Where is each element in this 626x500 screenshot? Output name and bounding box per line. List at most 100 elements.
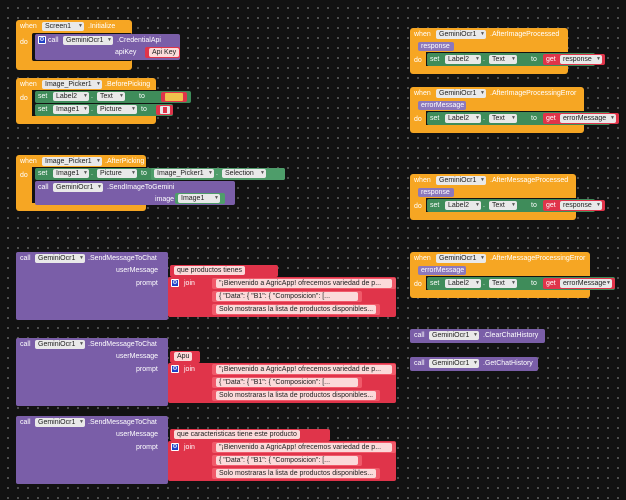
component-dropdown[interactable]: Image1▼ xyxy=(53,169,89,178)
string-value[interactable]: Apu xyxy=(174,352,193,361)
object-dropdown[interactable]: GeminiOcr1▼ xyxy=(429,331,479,340)
call-keyword: call xyxy=(20,341,31,348)
string-value[interactable]: { "Data": { "B1": { "Composicion": [... xyxy=(216,378,358,387)
call-clearchathistory-block[interactable]: call GeminiOcr1▼ .ClearChatHistory xyxy=(410,329,545,343)
call-keyword: call xyxy=(414,360,425,367)
variable-dropdown[interactable]: response▼ xyxy=(560,201,602,210)
event-name: .AfterPicking xyxy=(105,158,145,165)
dropdown-arrow-icon: ▼ xyxy=(119,93,124,99)
component-dropdown[interactable]: Label2▼ xyxy=(53,92,89,101)
do-keyword: do xyxy=(20,39,28,46)
when-screen1-initialize-block[interactable]: when Screen1▼ .Initialize do ⚙ call Gemi… xyxy=(16,20,180,70)
component-dropdown[interactable]: Label2▼ xyxy=(445,55,481,64)
prompt-label: prompt xyxy=(136,280,158,287)
method-name: .CredentialApi xyxy=(117,37,161,44)
gear-icon[interactable]: ⚙ xyxy=(171,443,179,451)
empty-string-icon[interactable] xyxy=(165,93,183,101)
component-dropdown[interactable]: Screen1▼ xyxy=(42,22,84,31)
call-sendimagetogemini-block[interactable]: call GeminiOcr1▼ .SendImageToGemini imag… xyxy=(35,181,235,205)
property-dropdown[interactable]: Text▼ xyxy=(489,279,517,288)
call-sendmessagetochat-block-1[interactable]: call GeminiOcr1▼ .SendMessageToChat user… xyxy=(16,252,396,320)
variable-dropdown[interactable]: errorMessage▼ xyxy=(560,279,612,288)
string-value[interactable]: Api Key xyxy=(149,48,180,57)
object-dropdown[interactable]: GeminiOcr1▼ xyxy=(35,254,85,263)
property-dropdown[interactable]: Text▼ xyxy=(489,201,517,210)
event-name: .AfterMessageProcessed xyxy=(490,177,569,184)
object-dropdown[interactable]: GeminiOcr1▼ xyxy=(35,340,85,349)
when-afterimageprocessingerror-block[interactable]: when GeminiOcr1▼ .AfterImageProcessingEr… xyxy=(410,87,619,133)
set-label2-text-block[interactable]: set Label2▼ . Text▼ to get response▼ xyxy=(427,53,605,66)
component-dropdown[interactable]: GeminiOcr1▼ xyxy=(436,176,486,185)
call-getchathistory-block[interactable]: call GeminiOcr1▼ .GetChatHistory xyxy=(410,357,538,371)
call-keyword: call xyxy=(20,419,31,426)
call-sendmessagetochat-block-3[interactable]: call GeminiOcr1▼ .SendMessageToChat user… xyxy=(16,416,396,484)
empty-string-icon[interactable] xyxy=(160,106,170,114)
object-dropdown[interactable]: GeminiOcr1▼ xyxy=(63,36,113,45)
string-value[interactable]: que caracteristicas tiene este producto xyxy=(174,430,300,439)
property-dropdown[interactable]: Selection▼ xyxy=(222,169,266,178)
object-dropdown[interactable]: GeminiOcr1▼ xyxy=(35,418,85,427)
gear-icon[interactable]: ⚙ xyxy=(171,365,179,373)
when-aftermessageprocessed-block[interactable]: when GeminiOcr1▼ .AfterMessageProcessed … xyxy=(410,174,605,220)
variable-dropdown[interactable]: response▼ xyxy=(560,55,602,64)
string-value[interactable]: "¡Bienvenido a AgricApp! ofrecemos varie… xyxy=(216,279,392,288)
string-value[interactable]: "¡Bienvenido a AgricApp! ofrecemos varie… xyxy=(216,365,392,374)
component-dropdown[interactable]: Label2▼ xyxy=(445,114,481,123)
string-value[interactable]: Solo mostraras la lista de productos dis… xyxy=(216,469,376,478)
event-parameter[interactable]: response xyxy=(418,42,454,51)
usermessage-text-block[interactable]: que productos tienes xyxy=(170,265,278,277)
set-label2-text-block[interactable]: set Label2▼ . Text▼ to get response▼ xyxy=(427,199,605,212)
join-block[interactable]: ⚙ join "¡Bienvenido a AgricApp! ofrecemo… xyxy=(168,441,396,481)
object-dropdown[interactable]: GeminiOcr1▼ xyxy=(53,183,103,192)
component-dropdown[interactable]: Image1▼ xyxy=(53,105,89,114)
component-dropdown[interactable]: Image_Picker1▼ xyxy=(154,169,214,178)
when-image-picker-afterpicking-block[interactable]: when Image_Picker1▼ .AfterPicking do set… xyxy=(16,155,285,211)
when-image-picker-beforepicking-block[interactable]: when Image_Picker1▼ .BeforePicking do se… xyxy=(16,78,191,124)
component-dropdown[interactable]: Image1▼ xyxy=(178,194,220,203)
component-dropdown[interactable]: Image_Picker1▼ xyxy=(42,80,102,89)
call-sendmessagetochat-block-2[interactable]: call GeminiOcr1▼ .SendMessageToChat user… xyxy=(16,338,396,406)
string-value[interactable]: que productos tienes xyxy=(174,266,245,275)
set-keyword: set xyxy=(38,106,48,113)
prompt-label: prompt xyxy=(136,444,158,451)
usermessage-text-block[interactable]: que caracteristicas tiene este producto xyxy=(170,429,330,441)
do-keyword: do xyxy=(20,95,28,102)
when-afterimageprocessed-block[interactable]: when GeminiOcr1▼ .AfterImageProcessed re… xyxy=(410,28,605,74)
object-dropdown[interactable]: GeminiOcr1▼ xyxy=(429,359,479,368)
when-aftermessageprocessingerror-block[interactable]: when GeminiOcr1▼ .AfterMessageProcessing… xyxy=(410,252,615,298)
method-name: .SendMessageToChat xyxy=(88,341,157,348)
join-block[interactable]: ⚙ join "¡Bienvenido a AgricApp! ofrecemo… xyxy=(168,363,396,403)
variable-dropdown[interactable]: errorMessage▼ xyxy=(560,114,616,123)
string-value[interactable]: "¡Bienvenido a AgricApp! ofrecemos varie… xyxy=(216,443,392,452)
join-block[interactable]: ⚙ join "¡Bienvenido a AgricApp! ofrecemo… xyxy=(168,277,396,317)
get-keyword: get xyxy=(546,280,556,287)
property-dropdown[interactable]: Text▼ xyxy=(489,55,517,64)
property-dropdown[interactable]: Text▼ xyxy=(489,114,517,123)
string-value[interactable]: { "Data": { "B1": { "Composicion": [... xyxy=(216,292,358,301)
join-keyword: join xyxy=(184,280,195,287)
event-parameter[interactable]: errorMessage xyxy=(418,266,466,275)
set-label2-text-block[interactable]: set Label2▼ . Text▼ to xyxy=(35,91,191,103)
event-parameter[interactable]: response xyxy=(418,188,454,197)
string-value[interactable]: { "Data": { "B1": { "Composicion": [... xyxy=(216,456,358,465)
set-label2-text-block[interactable]: set Label2▼ . Text▼ to get errorMessage▼ xyxy=(427,277,615,290)
gear-icon[interactable]: ⚙ xyxy=(38,36,46,44)
set-image1-picture-block[interactable]: set Image1▼ . Picture▼ to Image_Picker1▼… xyxy=(35,168,285,180)
component-dropdown[interactable]: Image_Picker1▼ xyxy=(42,157,102,166)
component-dropdown[interactable]: GeminiOcr1▼ xyxy=(436,254,486,263)
property-dropdown[interactable]: Text▼ xyxy=(97,92,125,101)
component-dropdown[interactable]: Label2▼ xyxy=(445,201,481,210)
component-dropdown[interactable]: GeminiOcr1▼ xyxy=(436,30,486,39)
call-credentialapi-block[interactable]: ⚙ call GeminiOcr1▼ .CredentialApi apiKey… xyxy=(35,34,180,60)
component-dropdown[interactable]: GeminiOcr1▼ xyxy=(436,89,486,98)
string-value[interactable]: Solo mostraras la lista de productos dis… xyxy=(216,305,376,314)
usermessage-text-block[interactable]: Apu xyxy=(170,351,200,363)
property-dropdown[interactable]: Picture▼ xyxy=(97,105,137,114)
string-value[interactable]: Solo mostraras la lista de productos dis… xyxy=(216,391,376,400)
set-image1-picture-block[interactable]: set Image1▼ . Picture▼ to xyxy=(35,104,173,116)
set-label2-text-block[interactable]: set Label2▼ . Text▼ to get errorMessage▼ xyxy=(427,112,619,125)
gear-icon[interactable]: ⚙ xyxy=(171,279,179,287)
component-dropdown[interactable]: Label2▼ xyxy=(445,279,481,288)
event-parameter[interactable]: errorMessage xyxy=(418,101,466,110)
property-dropdown[interactable]: Picture▼ xyxy=(97,169,137,178)
